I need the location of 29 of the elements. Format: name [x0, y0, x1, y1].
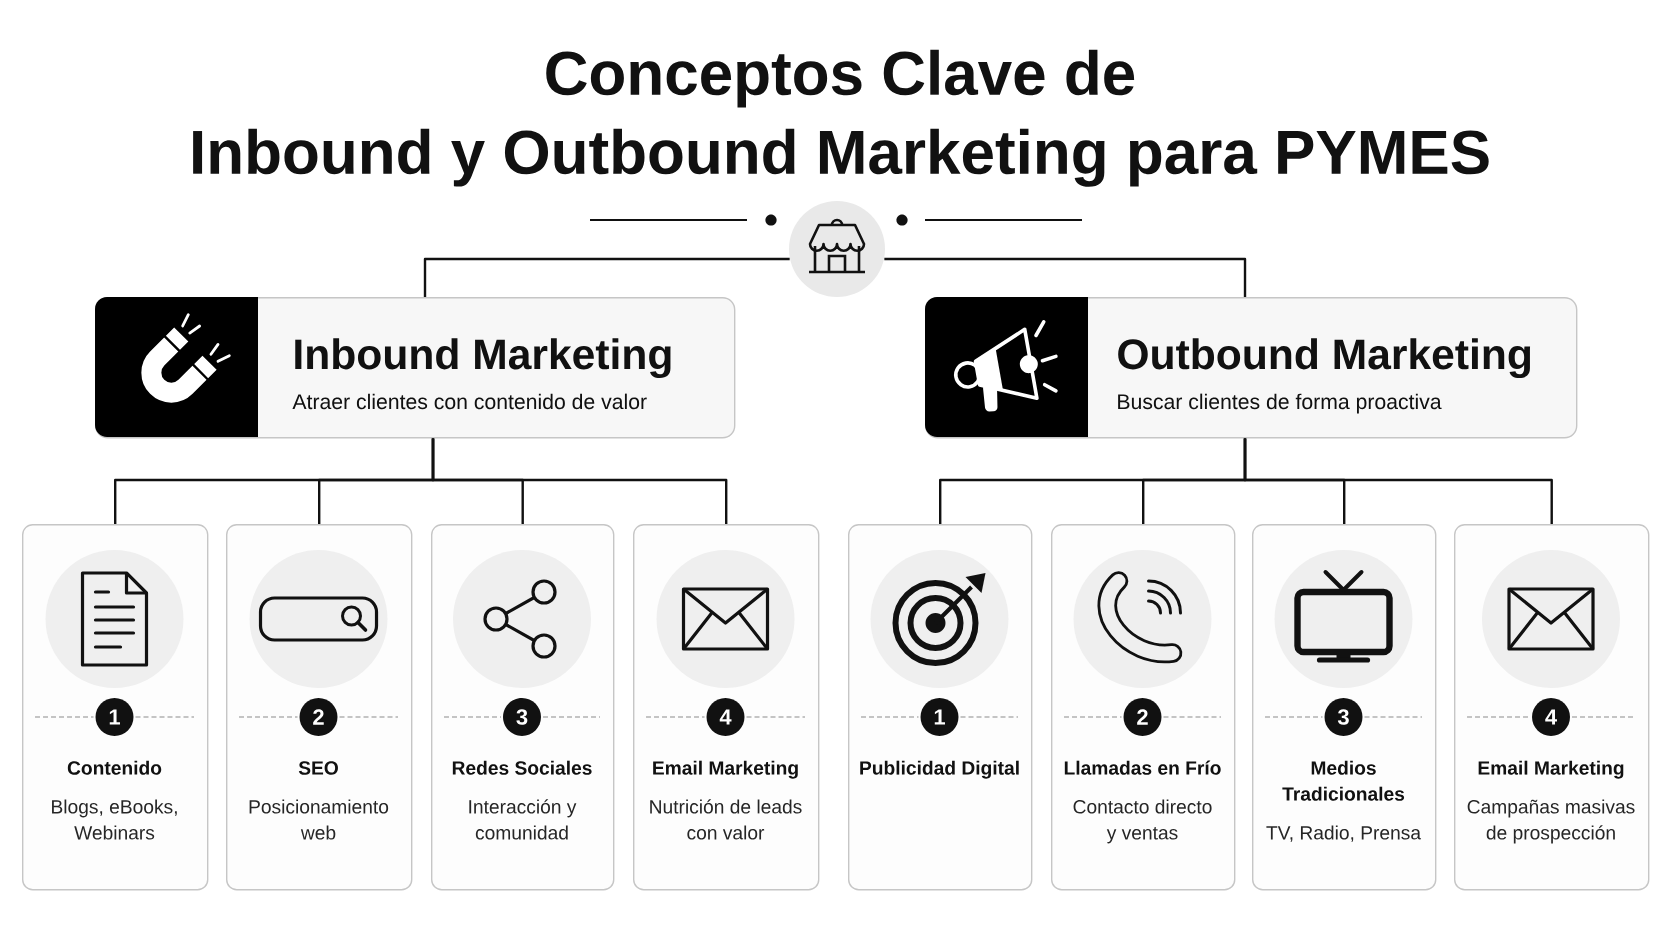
number-badge: 4 [706, 698, 745, 736]
number-badge: 1 [920, 698, 959, 736]
card-text: Campañas masivas de prospección [1467, 799, 1635, 844]
number-badge: 3 [503, 698, 541, 736]
card-title: Publicidad Digital [860, 760, 1019, 779]
card-text: Interacción y comunidad [469, 799, 577, 840]
card-title: Llamadas en Frío [1064, 760, 1221, 775]
card-title: SEO [298, 761, 338, 775]
card-title: Redes Sociales [452, 760, 592, 775]
card-text: Blogs, eBooks, Webinars [52, 799, 177, 840]
card-text: Nutrición de leads con valor [650, 799, 802, 840]
subtitle: Buscar clientes de forma proactiva [1118, 393, 1442, 414]
store-icon [789, 201, 885, 297]
card-text: TV, Radio, Prensa [1266, 825, 1421, 842]
card-title: Medios Tradicionales [1282, 760, 1405, 801]
card-title: Contenido [67, 760, 162, 775]
card-text: Contacto directo y ventas [1073, 799, 1212, 844]
subtitle: Atraer clientes con contenido de valor [292, 393, 647, 410]
card-text: Posicionamiento web [249, 799, 389, 840]
number-badge: 2 [299, 698, 338, 736]
heading: Outbound Marketing [1118, 338, 1531, 379]
number-badge: 4 [1532, 698, 1570, 736]
title: Conceptos Clave de Inbound y Outbound Marketing para PYMES [193, 49, 1489, 187]
number-badge: 2 [1123, 698, 1162, 736]
number-badge: 3 [1324, 698, 1363, 736]
number-badge: 1 [95, 698, 134, 736]
card-title: Email Marketing [653, 760, 798, 779]
card-title: Email Marketing [1478, 760, 1624, 779]
heading: Inbound Marketing [295, 338, 671, 379]
